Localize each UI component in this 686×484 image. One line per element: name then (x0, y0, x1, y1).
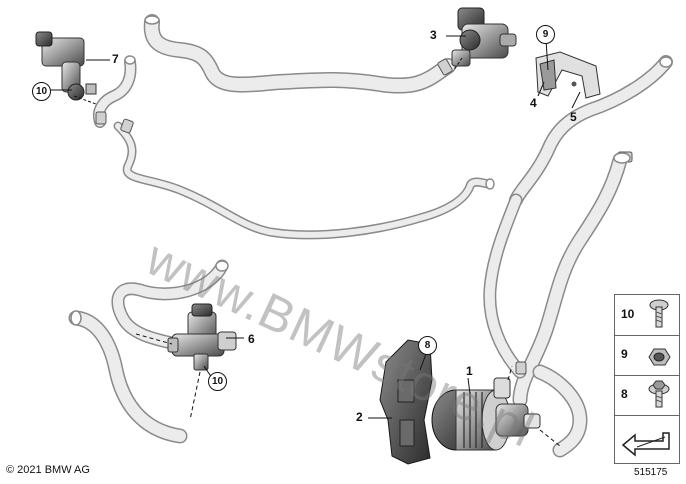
legend-num-9: 9 (621, 347, 628, 361)
callout-2[interactable]: 2 (356, 410, 363, 424)
legend-num-10: 10 (621, 307, 635, 321)
nut-icon (648, 348, 671, 366)
callout-3[interactable]: 3 (430, 28, 437, 42)
callout-10-bottom[interactable]: 10 (208, 372, 227, 391)
pump-part-1 (431, 377, 541, 451)
callout-1[interactable]: 1 (466, 364, 473, 378)
hose-top-long (143, 14, 456, 94)
hose-right-vertical (483, 55, 673, 458)
screw-icon (649, 299, 669, 328)
legend-row-8[interactable]: 8 (615, 375, 679, 416)
arrow-icon (621, 432, 670, 457)
hose-lower-left (68, 259, 229, 444)
hose-end-caps (70, 15, 673, 326)
diagram-number: 515175 (634, 467, 668, 478)
flange-screw-icon (648, 380, 670, 408)
valve-part-7 (35, 31, 97, 101)
legend-row-9[interactable]: 9 (615, 335, 679, 376)
callout-5[interactable]: 5 (570, 110, 577, 124)
pipe-long-middle (113, 121, 493, 240)
leader-lines (50, 35, 581, 447)
valve-part-3 (451, 7, 517, 67)
legend-row-10[interactable]: 10 (615, 295, 679, 336)
callout-8[interactable]: 8 (418, 336, 437, 355)
callout-9[interactable]: 9 (536, 25, 555, 44)
valve-part-6 (167, 303, 237, 371)
legend-navigation-arrow[interactable] (615, 415, 679, 463)
callout-4[interactable]: 4 (530, 96, 537, 110)
copyright-text: © 2021 BMW AG (6, 464, 90, 476)
hardware-legend: 10 9 8 (614, 294, 680, 464)
callout-10-top[interactable]: 10 (32, 82, 51, 101)
legend-num-8: 8 (621, 387, 628, 401)
callout-6[interactable]: 6 (248, 332, 255, 346)
callout-7[interactable]: 7 (112, 52, 119, 66)
bracket-part-5 (535, 51, 601, 99)
